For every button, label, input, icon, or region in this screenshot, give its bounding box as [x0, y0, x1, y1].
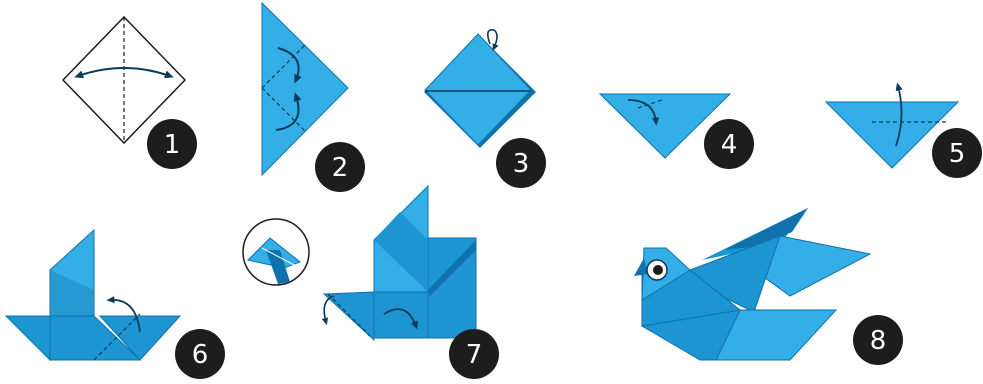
step-6	[4, 228, 182, 362]
step-8-bird	[634, 208, 872, 361]
upper-wing	[702, 208, 808, 260]
badge-number: 6	[192, 340, 209, 370]
detail-circle	[242, 218, 310, 286]
fold-arrow	[275, 92, 302, 131]
step-badge-1: 1	[147, 119, 197, 169]
badge-number: 2	[332, 153, 349, 183]
badge-circle	[496, 138, 546, 188]
step-badge-5: 5	[932, 128, 982, 178]
step-badge-8: 8	[853, 315, 903, 365]
step-badge-7: 7	[449, 329, 499, 379]
step-7-model	[321, 184, 477, 342]
triangle-paper	[261, 1, 349, 177]
left-wing-flap	[322, 291, 375, 342]
badge-number: 5	[949, 139, 966, 169]
fold-line	[637, 99, 663, 109]
badge-number: 1	[164, 130, 181, 160]
badge-number: 7	[466, 340, 483, 370]
badge-circle	[932, 128, 982, 178]
front-wing-shade	[374, 212, 428, 292]
back-wing-top	[428, 240, 476, 296]
triangle-paper	[824, 101, 960, 169]
step-1	[61, 15, 187, 145]
badge-number: 3	[513, 149, 530, 179]
fold-arrow	[627, 99, 660, 126]
diamond-paper	[424, 33, 532, 146]
step-2	[261, 1, 349, 177]
badge-circle	[449, 329, 499, 379]
fold-arrow	[106, 296, 141, 333]
step-badge-6: 6	[175, 329, 225, 379]
badge-circle	[853, 315, 903, 365]
step-badge-2: 2	[315, 142, 365, 192]
fold-arrow	[321, 295, 335, 326]
body-lower	[49, 315, 142, 361]
step-3	[424, 28, 536, 148]
fold-arrow	[74, 67, 174, 79]
badge-circle	[175, 329, 225, 379]
left-wing-flap	[4, 315, 51, 362]
step-7	[242, 184, 477, 342]
step-badge-4: 4	[704, 119, 754, 169]
fold-line	[261, 44, 306, 89]
detail-fold-line	[261, 247, 297, 267]
fold-line	[93, 313, 141, 361]
upper-wing-light	[724, 208, 808, 250]
detail-flap-tip	[266, 250, 290, 284]
badge-number: 4	[721, 130, 738, 160]
badge-number: 8	[870, 326, 887, 356]
body-lower	[373, 291, 429, 339]
bird-beak	[634, 258, 648, 276]
step-5	[824, 82, 960, 169]
step-4	[598, 93, 732, 159]
fold-line	[261, 87, 306, 132]
triangle-paper	[598, 93, 732, 159]
badge-circle	[704, 119, 754, 169]
turn-over-arrow	[486, 28, 499, 51]
fold-line	[327, 293, 371, 337]
fold-arrow	[383, 308, 418, 330]
right-wing-flap	[98, 315, 182, 361]
step-badge-3: 3	[496, 138, 546, 188]
badge-circle	[315, 142, 365, 192]
eye-pupil	[653, 265, 663, 275]
badge-circle	[147, 119, 197, 169]
fold-arrow	[277, 47, 302, 84]
fold-arrow	[895, 82, 903, 147]
